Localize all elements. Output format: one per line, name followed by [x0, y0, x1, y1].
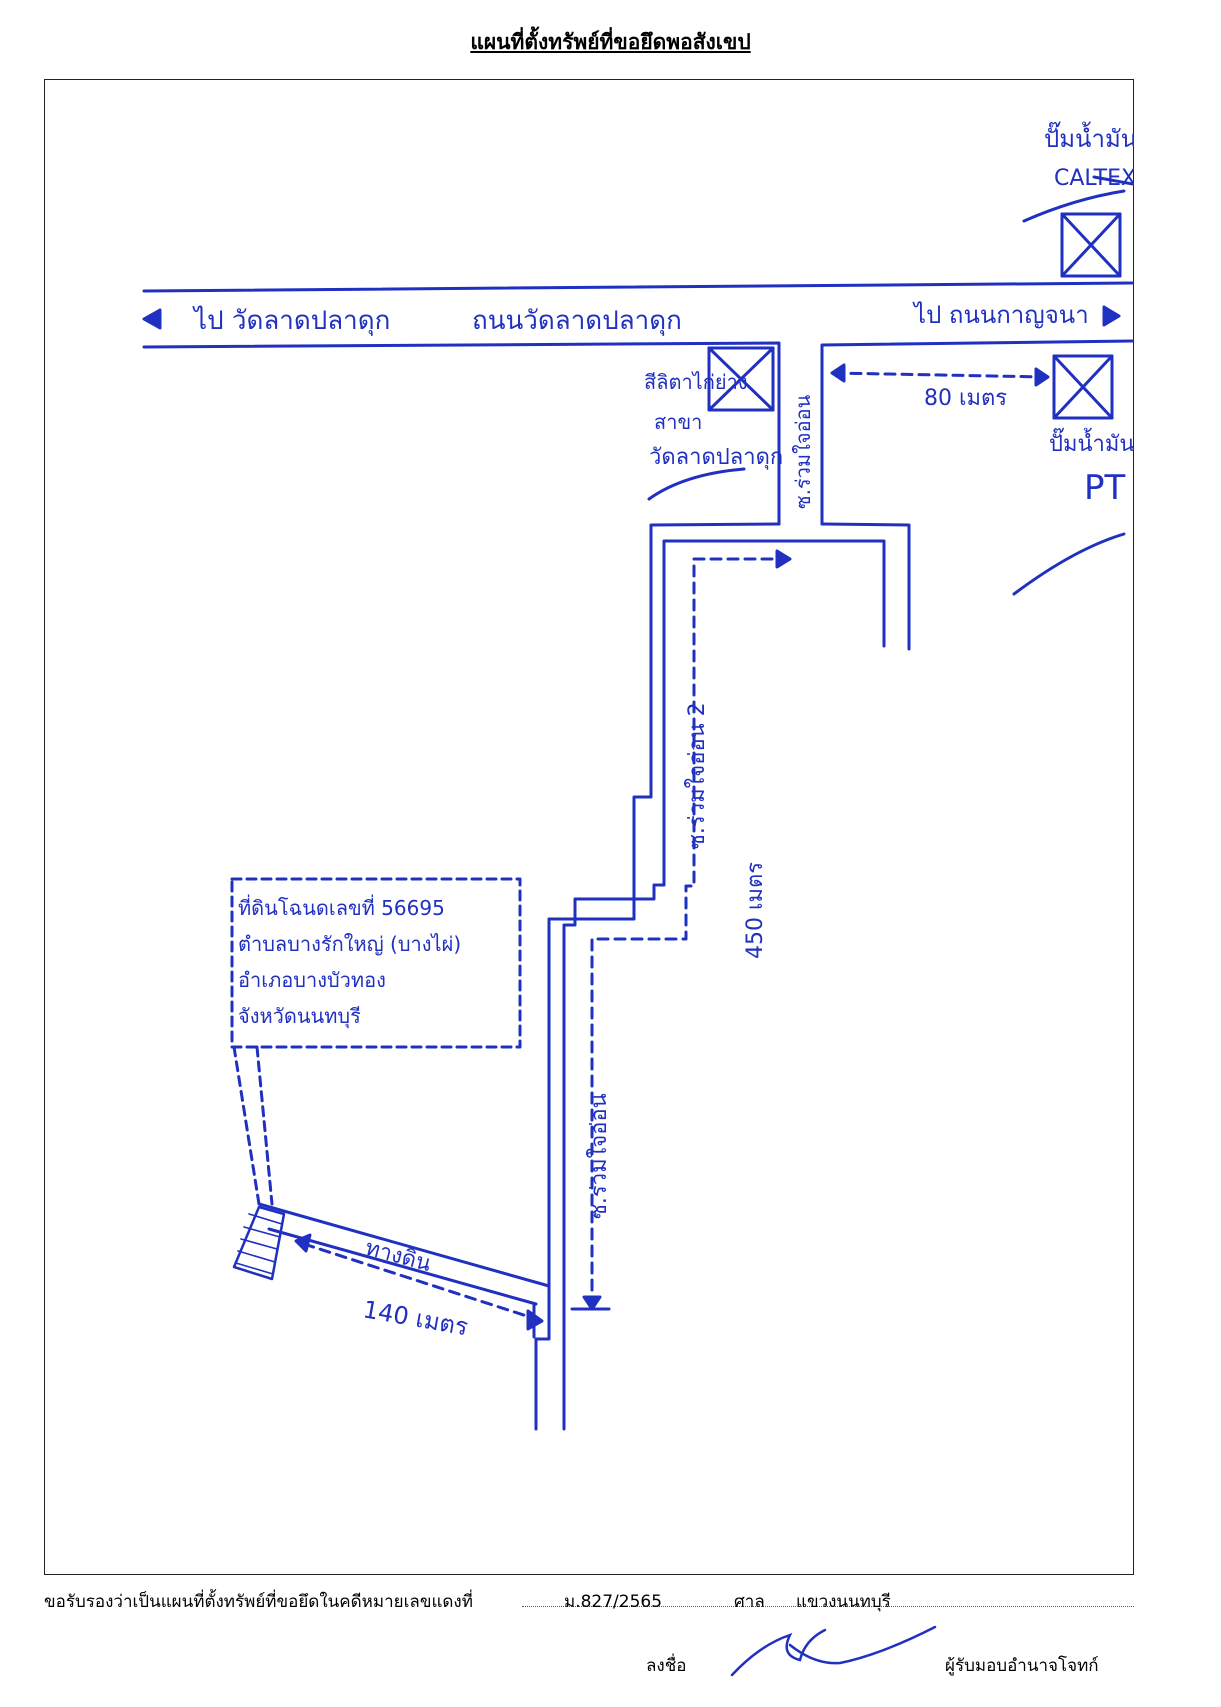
main-road-name-label: ถนนวัดลาดปลาดุก [472, 306, 682, 336]
distance-450-label: 450 เมตร [743, 862, 768, 959]
court-label: ศาล [734, 1592, 765, 1612]
soi-lower-label: ซ.ร่วมใจอ่อน [586, 1093, 612, 1219]
case-number: ม.827/2565 [564, 1592, 663, 1612]
pt-station-label: ปั๊มน้ำมัน [1049, 427, 1134, 457]
distance-140-label: 140 เมตร [361, 1295, 470, 1341]
pt-brand-label: PT [1084, 468, 1126, 508]
shop-underline [647, 467, 746, 501]
map-frame [44, 79, 1134, 1575]
property-parcel [232, 1205, 286, 1281]
property-line2: ตำบลบางรักใหญ่ (บางไผ่) [238, 932, 461, 956]
shop-label-line2: สาขา [654, 410, 702, 434]
arrow-right-icon [1102, 305, 1121, 327]
pt-underline [1012, 532, 1126, 596]
signature-icon [730, 1625, 937, 1677]
distance-80-label: 80 เมตร [924, 386, 1007, 411]
soi-middle-label: ซ.ร่วมใจอ่อน 2 [684, 702, 710, 849]
certification-line: ขอรับรองว่าเป็นแผนที่ตั้งทรัพย์ที่ขอยึดใ… [44, 1582, 1134, 1612]
dirt-path-bottom-edge [267, 1227, 538, 1306]
caltex-box [1060, 212, 1122, 278]
main-road-bottom-edge-right [820, 339, 1134, 526]
certify-text: ขอรับรองว่าเป็นแผนที่ตั้งทรัพย์ที่ขอยึดใ… [44, 1592, 473, 1612]
main-road-right-label: ไป ถนนกาญจนา [912, 301, 1089, 329]
caltex-tail [1092, 175, 1134, 186]
pt-box [1052, 354, 1114, 420]
signer-role: ผู้รับมอบอำนาจโจทก์ [945, 1656, 1099, 1676]
shop-label-line1: สีลิตาไก่ย่าง [644, 370, 748, 394]
soi-top-label: ซ.ร่วมใจอ่อน [791, 394, 815, 509]
sign-label: ลงชื่อ [646, 1656, 687, 1676]
caltex-station-label: ปั๊มน้ำมัน [1044, 121, 1134, 153]
arrow-left-icon [142, 308, 162, 330]
caltex-brand-label: CALTEX [1054, 166, 1134, 191]
measure-140m [302, 1242, 538, 1321]
caltex-underline [1022, 189, 1126, 223]
court-name: แขวงนนทบุรี [796, 1592, 891, 1612]
soi-right-branch-outer [820, 522, 911, 651]
soi-right-boundary [562, 539, 886, 1431]
dotted-fill [522, 1606, 1134, 1607]
measure-80m [832, 371, 1048, 379]
property-line1: ที่ดินโฉนดเลขที่ 56695 [238, 894, 445, 920]
main-road-left-label: ไป วัดลาดปลาดุก [192, 305, 390, 336]
dirt-path-top-edge [257, 1202, 551, 1288]
page-title: แผนที่ตั้งทรัพย์ที่ขอยึดพอสังเขป [470, 30, 751, 54]
soi-left-boundary [534, 522, 781, 1431]
main-road-bottom-edge-left [142, 341, 781, 526]
property-line3: อำเภอบางบัวทอง [238, 968, 386, 992]
main-road-top-edge [142, 281, 1134, 293]
property-callout-box [230, 877, 522, 1049]
shop-box [707, 346, 775, 412]
hand-drawn-map: ไป วัดลาดปลาดุก ถนนวัดลาดปลาดุก ไป ถนนกา… [142, 121, 1134, 1431]
shop-label-line3: วัดลาดปลาดุก [649, 445, 783, 470]
property-line4: จังหวัดนนทบุรี [238, 1004, 361, 1029]
measure-450m-route [590, 557, 791, 1301]
